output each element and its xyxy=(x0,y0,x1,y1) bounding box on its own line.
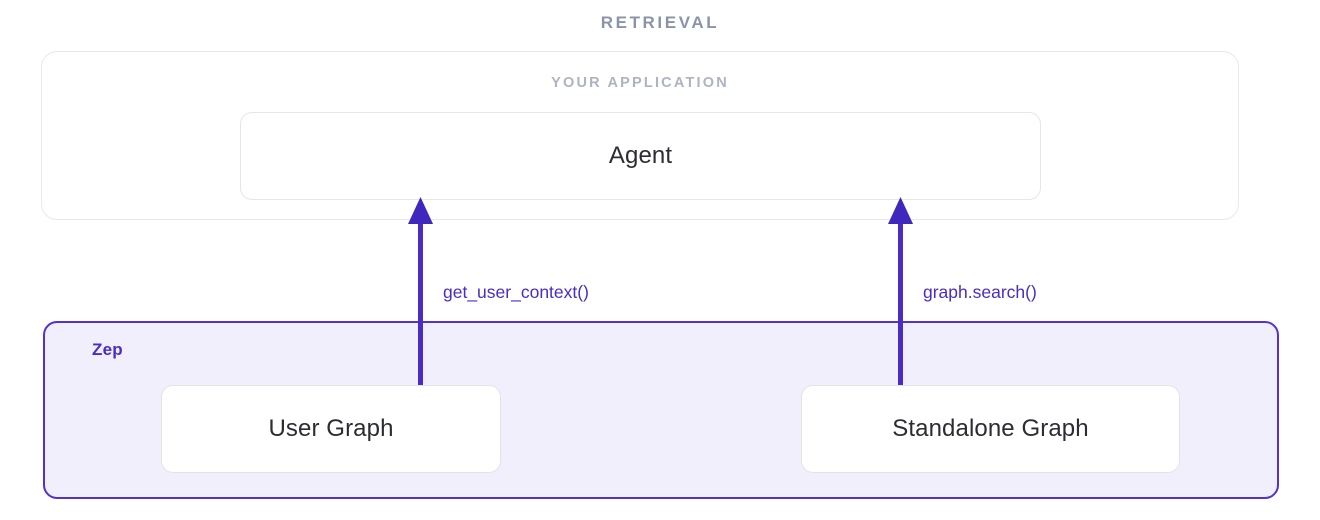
edge-label-get-user-context: get_user_context() xyxy=(443,282,589,302)
user-graph-node: User Graph xyxy=(161,385,501,473)
edge-label-graph-search: graph.search() xyxy=(923,282,1037,302)
your-application-label: YOUR APPLICATION xyxy=(551,75,729,91)
agent-node-label: Agent xyxy=(608,142,673,169)
page-title: RETRIEVAL xyxy=(600,13,720,32)
agent-node: Agent xyxy=(240,112,1041,200)
standalone-graph-node-label: Standalone Graph xyxy=(892,415,1089,442)
zep-label: Zep xyxy=(92,340,123,359)
standalone-graph-node: Standalone Graph xyxy=(801,385,1180,473)
user-graph-node-label: User Graph xyxy=(268,415,394,442)
